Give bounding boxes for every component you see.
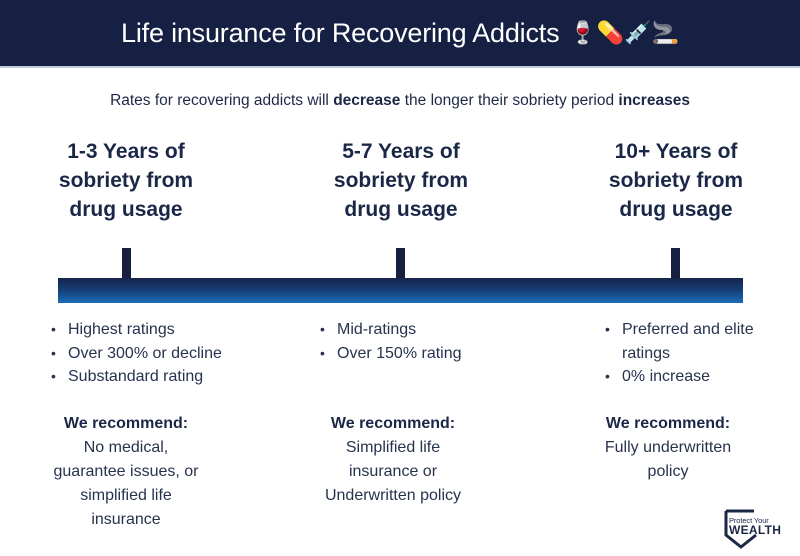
recommend-text-line: simplified life [80,487,172,504]
list-item: Substandard rating [51,365,271,389]
recommend-text-line: Underwritten policy [324,487,462,504]
subtitle-bold-decrease: decrease [333,92,401,109]
list-item: Mid-ratings [320,318,520,342]
recommend-text-line: Fully underwritten [604,439,732,456]
column-heading-1-3-years: 1-3 Years of sobriety from drug usage [6,137,246,224]
column-heading-10-plus-years: 10+ Years of sobriety from drug usage [556,137,796,224]
list-item: Over 150% rating [320,342,520,366]
recommend-text-line: Simplified life [345,439,441,456]
heading-line: drug usage [344,198,458,221]
addiction-emoji-icons: 🍷💊💉🚬 [569,20,679,46]
timeline-bar [58,278,743,303]
protect-your-wealth-logo: Protect Your WEALTH [724,509,796,549]
shield-icon [724,509,757,549]
bullet-list-10-plus-years: Preferred and elite ratings 0% increase [605,318,785,389]
list-item: Highest ratings [51,318,271,342]
recommend-text-line: policy [647,463,689,480]
recommend-label: We recommend: [605,415,731,432]
heading-line: drug usage [69,198,183,221]
column-heading-5-7-years: 5-7 Years of sobriety from drug usage [281,137,521,224]
list-item: 0% increase [605,365,785,389]
recommend-text-line: guarantee issues, or [53,463,199,480]
recommendation-5-7-years: We recommend: Simplified life insurance … [283,412,503,508]
heading-line: sobriety from [608,169,744,192]
recommend-label: We recommend: [330,415,456,432]
recommend-text-line: insurance or [348,463,438,480]
recommend-text-line: insurance [91,511,161,528]
heading-line: sobriety from [58,169,194,192]
subtitle-text-2: the longer their sobriety period [400,92,619,109]
list-item: Preferred and elite ratings [605,318,785,365]
header-banner: Life insurance for Recovering Addicts 🍷💊… [0,0,800,68]
page-title: Life insurance for Recovering Addicts [121,17,560,48]
heading-line: sobriety from [333,169,469,192]
recommendation-10-plus-years: We recommend: Fully underwritten policy [558,412,778,484]
timeline-tick-2 [396,248,405,279]
timeline-tick-1 [122,248,131,279]
recommendation-1-3-years: We recommend: No medical, guarantee issu… [16,412,236,532]
subtitle-text-1: Rates for recovering addicts will [110,92,334,109]
bullet-list-5-7-years: Mid-ratings Over 150% rating [320,318,520,365]
heading-line: drug usage [619,198,733,221]
heading-line: 10+ Years of [614,140,738,163]
subtitle-bold-increases: increases [618,92,690,109]
heading-line: 1-3 Years of [67,140,185,163]
logo-text-bottom: WEALTH [729,523,782,537]
recommend-label: We recommend: [63,415,189,432]
heading-line: 5-7 Years of [342,140,460,163]
bullet-list-1-3-years: Highest ratings Over 300% or decline Sub… [51,318,271,389]
timeline-tick-3 [671,248,680,279]
recommend-text-line: No medical, [83,439,169,456]
subtitle: Rates for recovering addicts will decrea… [0,92,800,110]
list-item: Over 300% or decline [51,342,271,366]
logo-text-top: Protect Your [729,516,769,525]
